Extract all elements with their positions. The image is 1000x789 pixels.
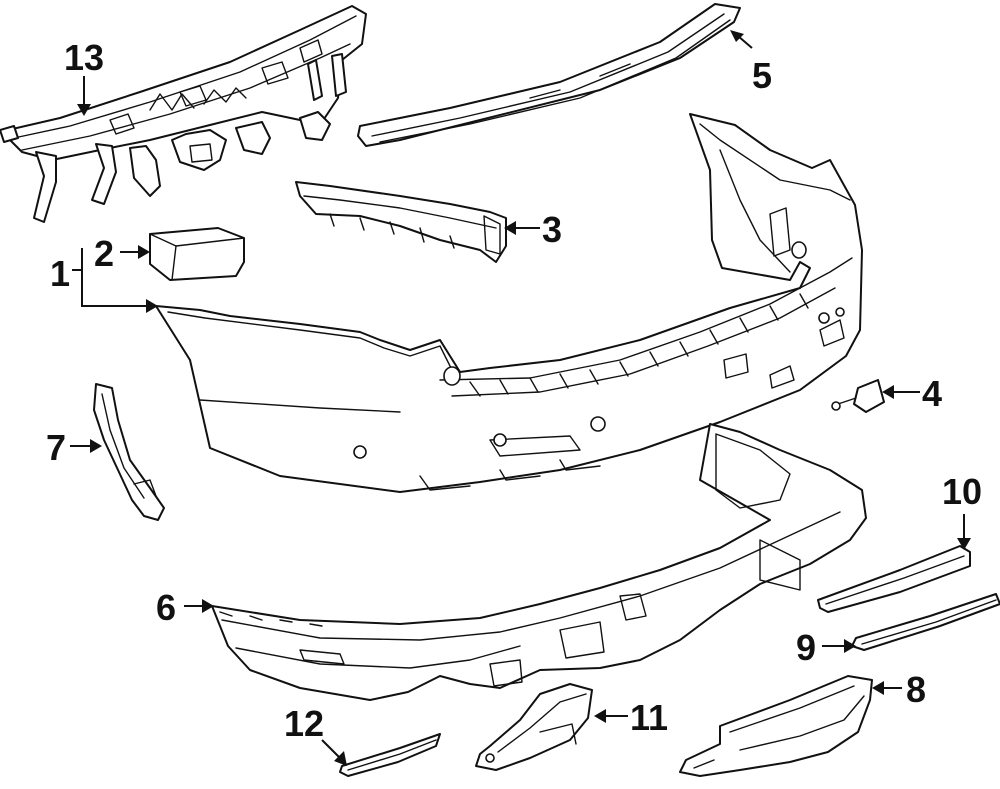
part-9-molding-lower [851, 593, 1000, 651]
callout-labels: 13 5 2 1 3 4 7 10 6 9 8 11 12 [46, 37, 982, 744]
leader-lines [70, 30, 971, 766]
part-1-bumper-cover [155, 113, 863, 493]
part-2-foam-block [149, 227, 245, 281]
callout-8: 8 [906, 669, 926, 710]
part-7-side-bracket [93, 383, 165, 521]
callout-13: 13 [64, 37, 104, 78]
callout-2: 2 [94, 233, 114, 274]
part-12-small-molding [339, 733, 441, 777]
callout-4: 4 [922, 373, 942, 414]
callout-1: 1 [50, 253, 70, 294]
part-8-exhaust-trim-right [679, 675, 873, 777]
callout-9: 9 [796, 627, 816, 668]
part-10-molding [817, 545, 971, 613]
part-13-impact-bar [0, 5, 367, 223]
part-11-exhaust-trim-left [475, 683, 593, 771]
callout-3: 3 [542, 209, 562, 250]
part-3-bracket [295, 181, 507, 263]
callout-11: 11 [630, 697, 668, 738]
part-4-sensor [831, 379, 885, 413]
callout-6: 6 [156, 587, 176, 628]
callout-10: 10 [942, 471, 982, 512]
callout-5: 5 [752, 55, 772, 96]
callout-12: 12 [284, 703, 324, 744]
callout-7: 7 [46, 427, 66, 468]
part-6-lower-valance [211, 423, 867, 701]
part-5-fascia-upper-trim [357, 3, 741, 147]
